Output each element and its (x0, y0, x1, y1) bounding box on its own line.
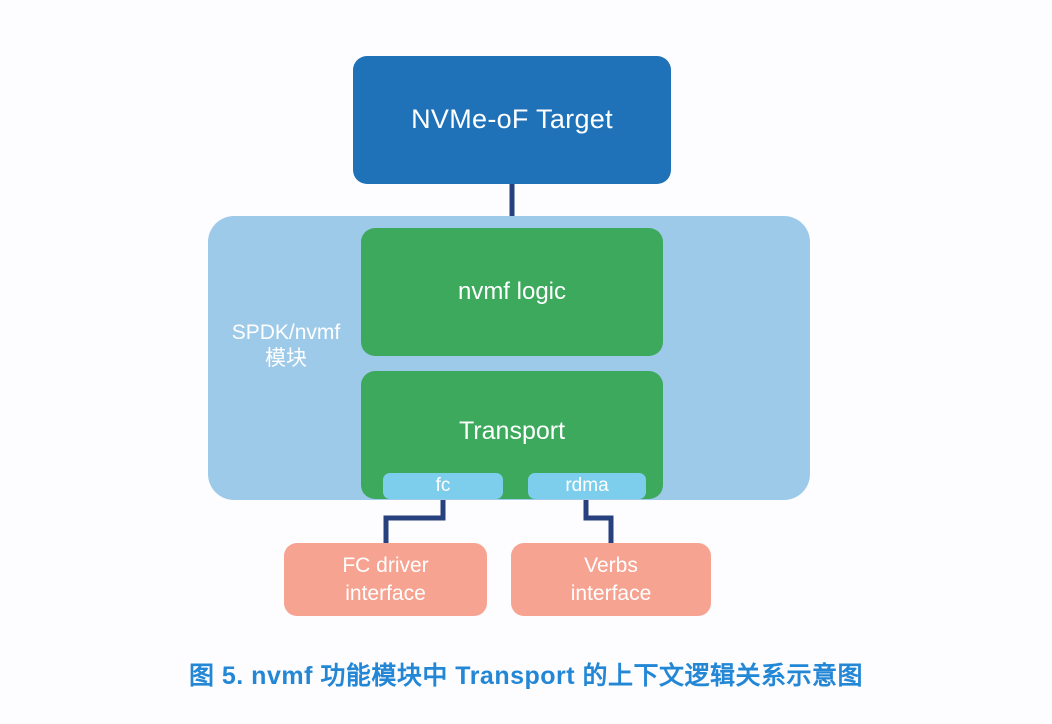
node-nvmeof-target: NVMe-oF Target (353, 56, 671, 184)
figure-caption: 图 5. nvmf 功能模块中 Transport 的上下文逻辑关系示意图 (188, 662, 864, 690)
node-fc-driver-interface-label: FC driver interface (342, 553, 429, 605)
node-transport-label: Transport (458, 417, 566, 445)
node-fc-driver-interface: FC driver interface (284, 543, 487, 616)
node-verbs-interface: Verbs interface (511, 543, 711, 616)
node-rdma: rdma (528, 473, 646, 499)
node-fc-label: fc (435, 475, 451, 496)
connector-rdma-to-verbs (583, 499, 614, 545)
node-rdma-label: rdma (565, 475, 609, 496)
node-fc: fc (383, 473, 503, 499)
node-nvmeof-target-label: NVMe-oF Target (411, 104, 613, 135)
node-verbs-interface-label: Verbs interface (570, 553, 652, 605)
node-nvmf-logic: nvmf logic (361, 228, 663, 356)
connector-fc-to-fc-driver (383, 499, 446, 545)
node-nvmf-logic-label: nvmf logic (457, 277, 567, 305)
container-spdk-nvmf-label: SPDK/nvmf 模块 (231, 321, 341, 371)
